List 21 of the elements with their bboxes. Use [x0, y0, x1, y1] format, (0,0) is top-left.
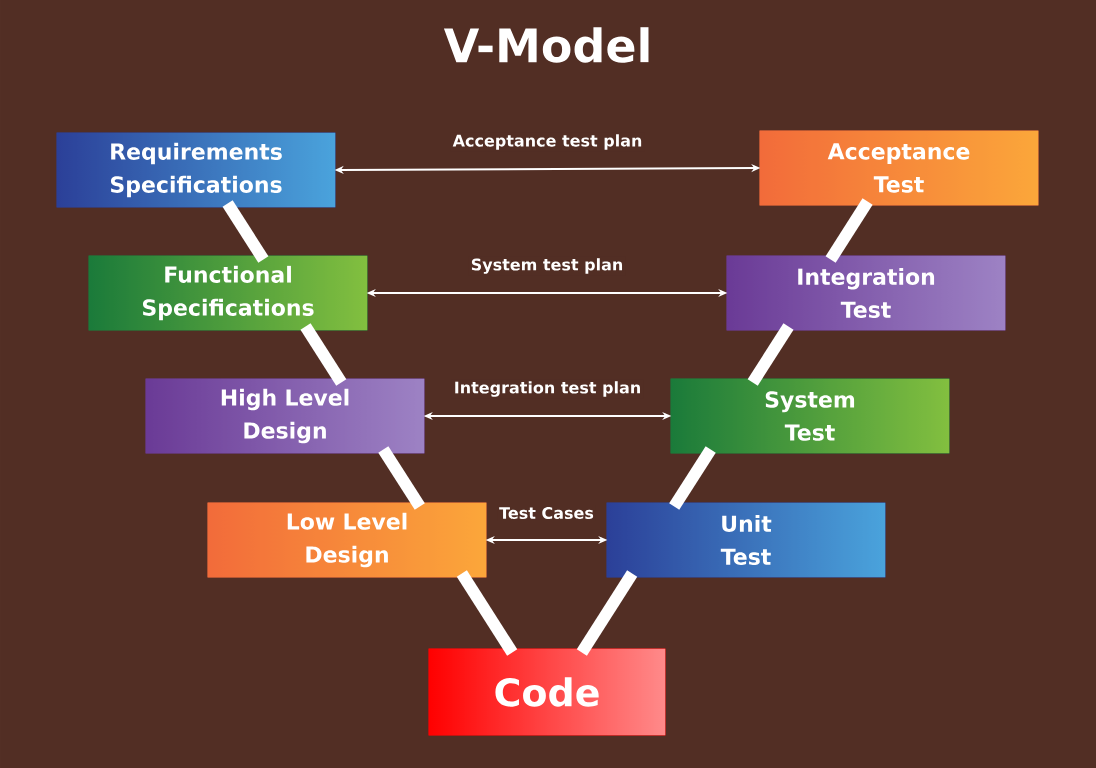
title: V-Model [443, 27, 649, 63]
edge-label: Integration test plan [451, 379, 644, 399]
stage-box: Unit Test [606, 502, 886, 578]
v-line [825, 198, 873, 263]
stage-box: Requirements Specifications [56, 132, 336, 208]
v-line [669, 446, 716, 510]
edge-label: Acceptance test plan [450, 132, 645, 152]
stage-box: Code [428, 648, 666, 736]
stage-box: Functional Specifications [88, 255, 368, 331]
stage-box: High Level Design [145, 378, 425, 454]
v-line [747, 323, 794, 386]
edge-label: System test plan [468, 256, 626, 276]
stage-box: Acceptance Test [759, 130, 1039, 206]
v-line [576, 570, 638, 656]
v-line [456, 570, 518, 656]
stage-box: Low Level Design [207, 502, 487, 578]
stage-box: Integration Test [726, 255, 1006, 331]
v-line [222, 200, 269, 263]
v-line [378, 446, 425, 510]
stage-box: System Test [670, 378, 950, 454]
v-line [300, 323, 347, 386]
